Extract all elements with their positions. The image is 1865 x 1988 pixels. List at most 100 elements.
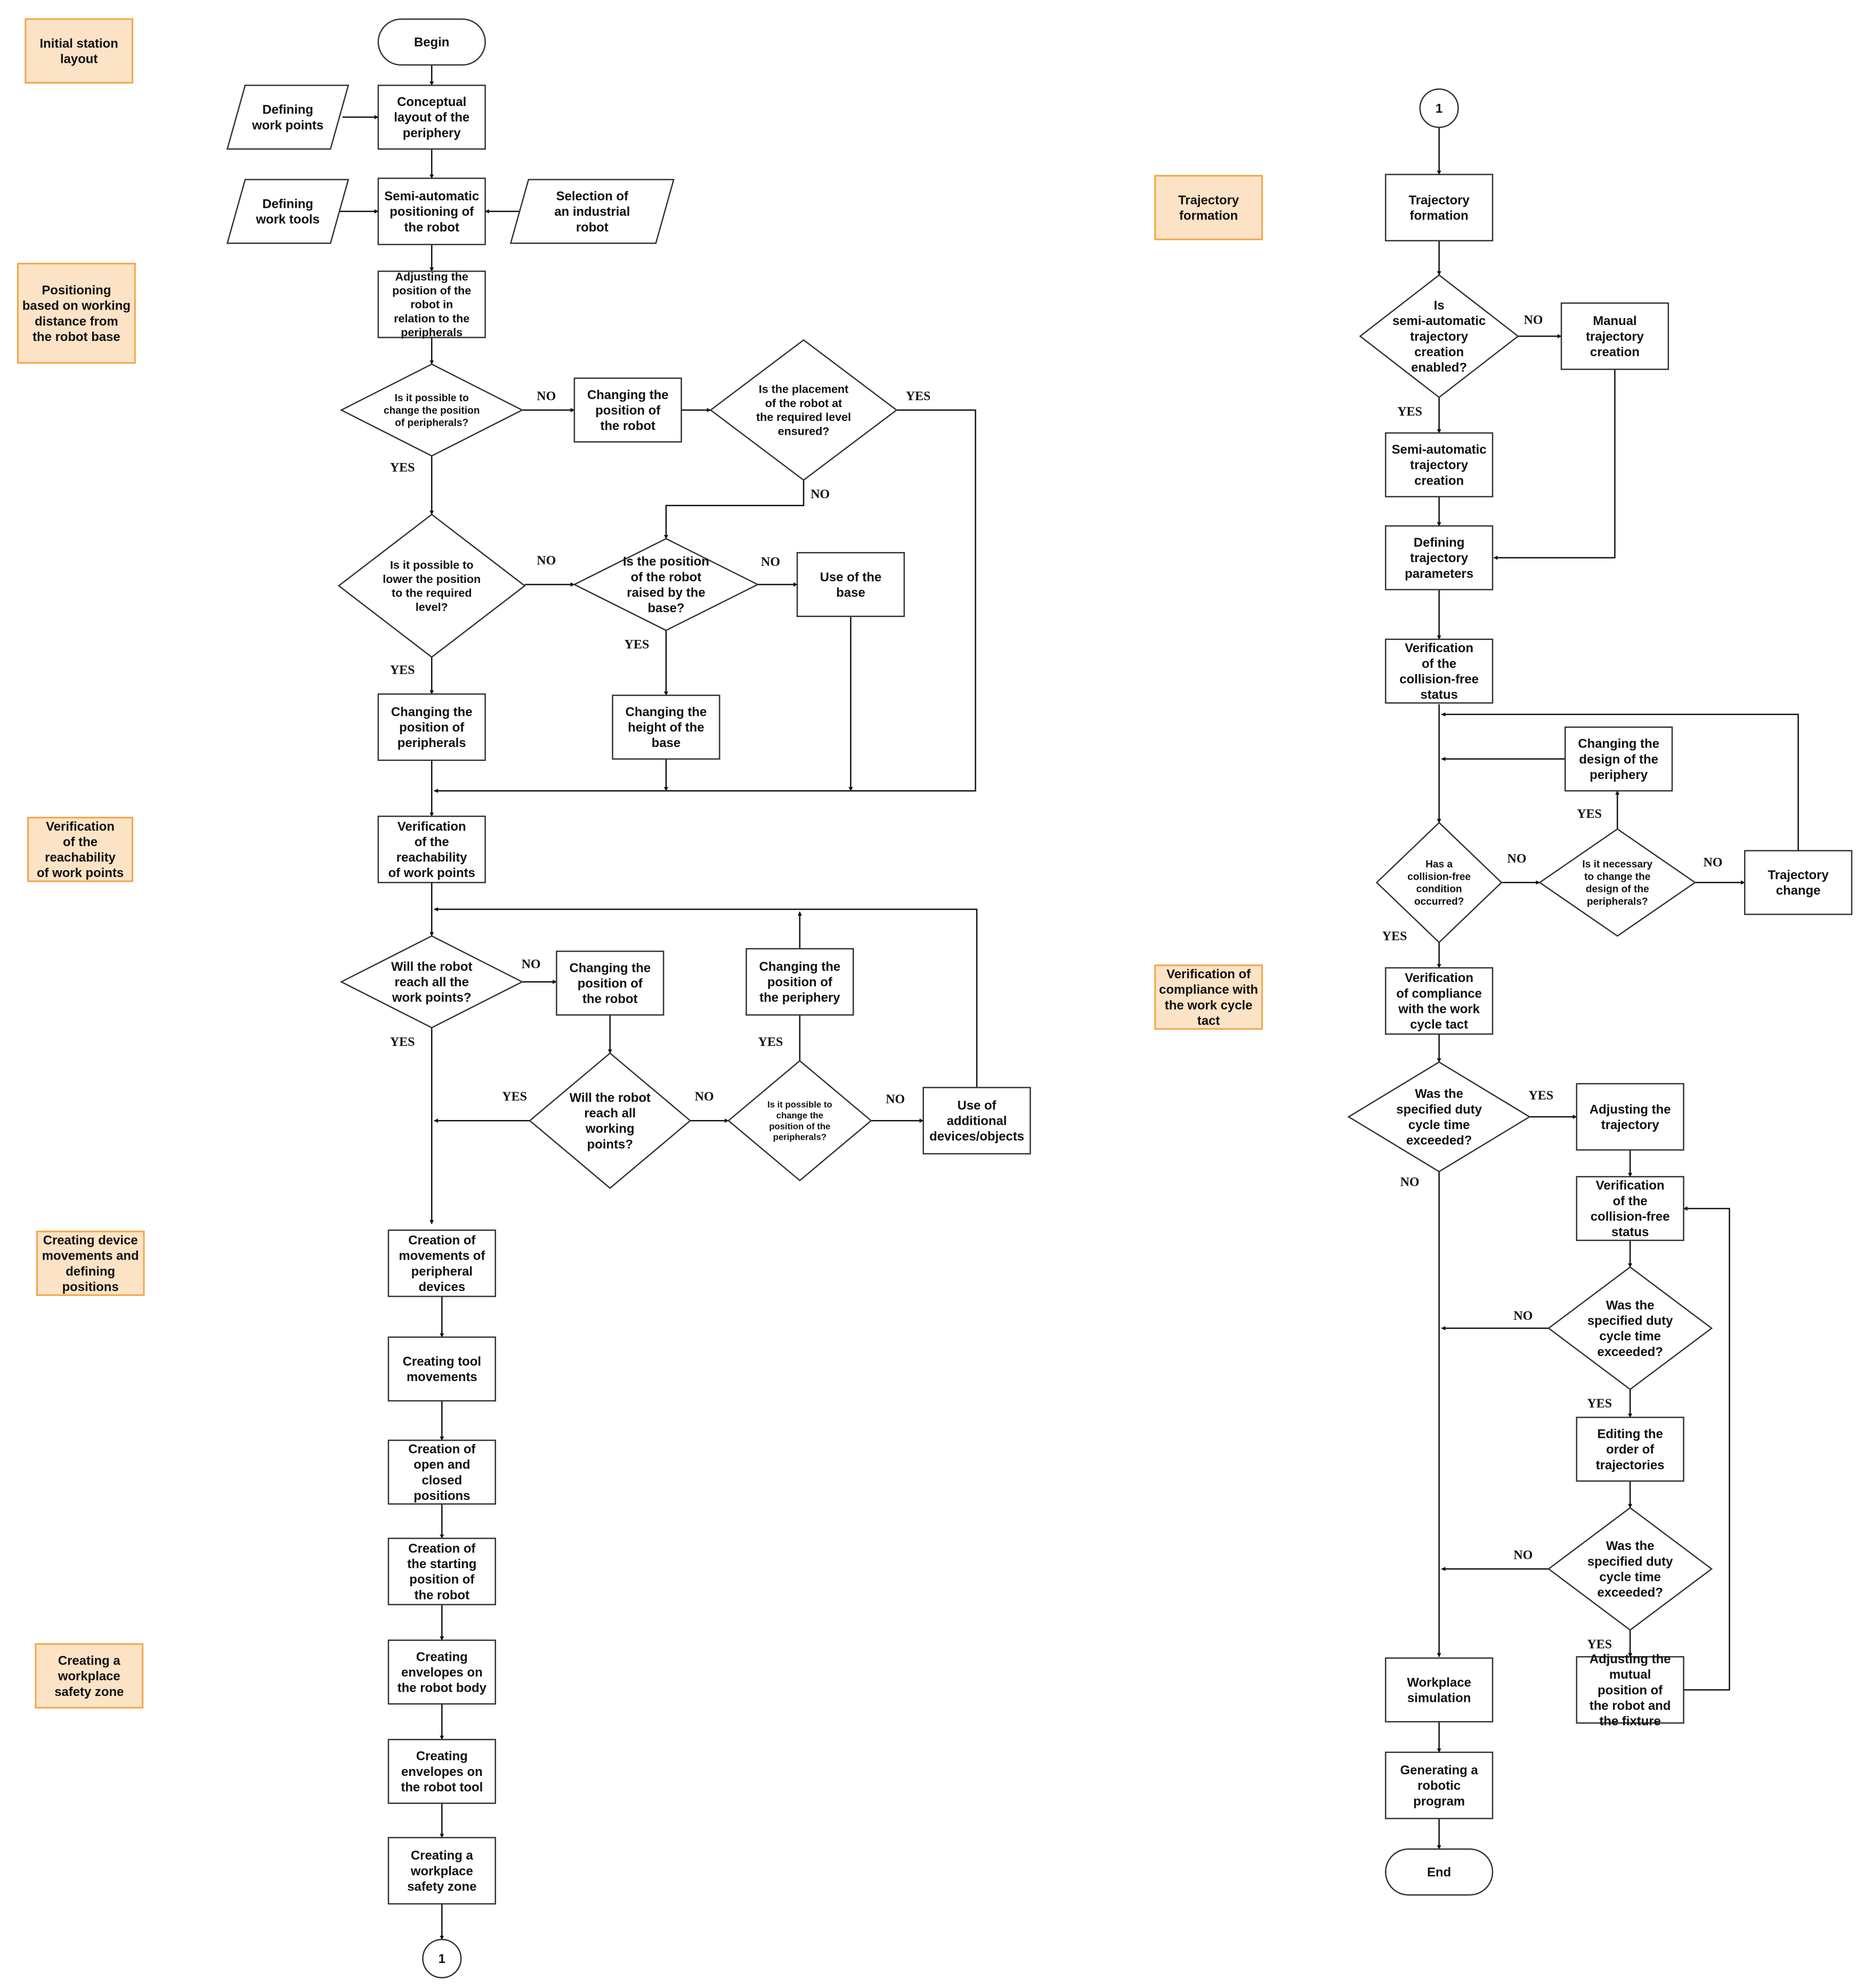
- process-box: [1560, 302, 1669, 370]
- process-box: [1564, 726, 1673, 792]
- node-label: 1: [439, 1952, 445, 1966]
- annotation-box: [27, 816, 134, 882]
- edge-label-no: NO: [1513, 1309, 1532, 1323]
- annotation-box: [25, 18, 134, 84]
- annotation-box: [36, 1230, 145, 1296]
- process-box: [1576, 1656, 1684, 1724]
- process-box: [1385, 638, 1494, 704]
- decision-diamond: [339, 363, 524, 457]
- process-box: [377, 177, 486, 246]
- edge-label-yes: YES: [625, 638, 650, 652]
- decision-diamond: [339, 935, 524, 1029]
- flow-arrow: [1493, 369, 1616, 560]
- edge-label-yes: YES: [390, 1035, 415, 1049]
- process-box: [387, 1537, 496, 1605]
- process-box: [922, 1086, 1031, 1155]
- node-label: End: [1427, 1865, 1451, 1880]
- connector-circle: [422, 1938, 462, 1978]
- annotation-box: [1154, 175, 1263, 240]
- edge-label-yes: YES: [906, 390, 931, 403]
- edge-label-no: NO: [1507, 852, 1527, 866]
- process-box: [1576, 1176, 1684, 1242]
- edge-label-yes: YES: [390, 461, 415, 475]
- decision-diamond: [709, 339, 898, 481]
- node-label: Begin: [414, 35, 449, 50]
- terminal-shape: [1385, 1848, 1494, 1896]
- edge-label-yes: YES: [1397, 405, 1422, 419]
- flow-arrow: [434, 409, 976, 793]
- edge-label-no: NO: [1524, 313, 1543, 327]
- edge-label-yes: YES: [1577, 807, 1602, 821]
- edge-label-no: NO: [810, 488, 830, 501]
- edge-label-yes: YES: [390, 663, 415, 677]
- terminal-shape: [377, 18, 486, 66]
- process-box: [1576, 1416, 1684, 1482]
- process-box: [387, 1640, 496, 1705]
- edge-label-no: NO: [522, 958, 541, 971]
- process-box: [1576, 1083, 1684, 1151]
- process-box: [387, 1739, 496, 1804]
- edge-label-no: NO: [537, 390, 556, 403]
- edge-label-no: NO: [1513, 1548, 1532, 1562]
- process-box: [1385, 174, 1494, 241]
- decision-diamond: [573, 538, 759, 631]
- flow-arrow: [434, 907, 978, 1088]
- annotation-box: [17, 263, 136, 364]
- process-box: [387, 1229, 496, 1297]
- flow-arrow: [1683, 1206, 1730, 1691]
